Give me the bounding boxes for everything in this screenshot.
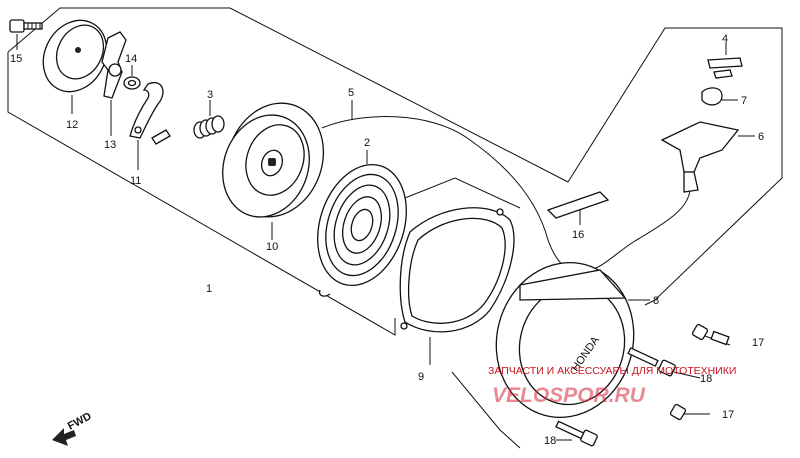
label-17-lower: 17 xyxy=(722,409,734,421)
part-3-spring xyxy=(193,100,225,139)
part-18-bolt-upper xyxy=(627,347,701,379)
assembly-outline-right xyxy=(451,27,783,449)
label-18-upper: 18 xyxy=(700,373,712,385)
part-15-bolt xyxy=(9,19,43,50)
label-4: 4 xyxy=(722,33,728,45)
watermark-brand: VELOSPOR.RU xyxy=(492,384,646,407)
label-13: 13 xyxy=(104,139,116,151)
label-9: 9 xyxy=(418,371,424,383)
part-9-gasket xyxy=(399,207,515,365)
label-16: 16 xyxy=(572,229,584,241)
part-13-ratchet xyxy=(101,31,127,136)
label-17-upper: 17 xyxy=(752,337,764,349)
label-18-lower: 18 xyxy=(544,435,556,447)
part-7-knot xyxy=(701,87,738,106)
label-8: 8 xyxy=(653,295,659,307)
part-17-bolt-lower xyxy=(669,403,710,421)
label-12: 12 xyxy=(66,119,78,131)
fwd-arrow-icon xyxy=(52,428,76,446)
label-15: 15 xyxy=(10,53,22,65)
part-16-decal xyxy=(546,191,610,225)
fwd-label: FWD xyxy=(66,410,94,432)
part-8-housing: HONDA xyxy=(495,261,650,419)
part-11-guide xyxy=(129,81,171,170)
part-5-rope xyxy=(321,100,691,273)
part-2-spiral-spring xyxy=(317,150,407,297)
part-12-friction-plate xyxy=(42,19,108,114)
fwd-indicator: FWD xyxy=(52,410,94,446)
part-4-grip xyxy=(707,42,743,79)
label-2: 2 xyxy=(364,137,370,149)
label-14: 14 xyxy=(125,53,137,65)
label-3: 3 xyxy=(207,89,213,101)
label-1: 1 xyxy=(206,283,212,295)
label-11: 11 xyxy=(130,175,141,187)
label-6: 6 xyxy=(758,131,764,143)
part-6-handle xyxy=(660,121,755,193)
label-5: 5 xyxy=(348,87,354,99)
part-18-bolt-lower xyxy=(555,420,598,447)
part-14-washer xyxy=(123,65,141,90)
assembly-outline-left xyxy=(7,7,569,336)
label-10: 10 xyxy=(266,241,278,253)
part-17-bolt-upper xyxy=(691,323,731,346)
label-7: 7 xyxy=(741,95,747,107)
watermark-tagline: ЗАПЧАСТИ И АКСЕССУАРЫ ДЛЯ МОТОТЕХНИКИ xyxy=(488,365,736,377)
part-10-reel xyxy=(222,102,325,240)
